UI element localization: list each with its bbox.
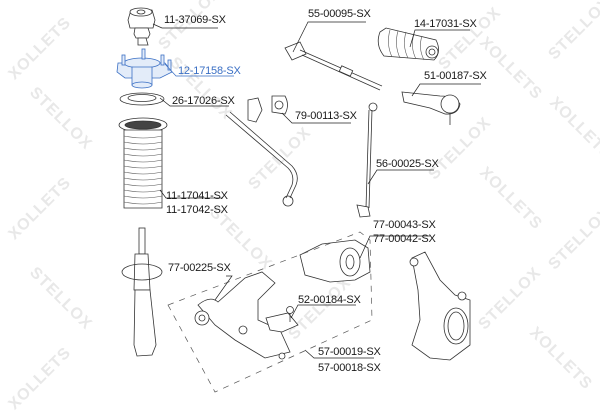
strut-bearing-part: [119, 92, 165, 106]
stabilizer-bushing-part: [247, 95, 288, 123]
part-label-51-00187[interactable]: 51-00187-SX: [424, 70, 487, 82]
part-label-77-00225[interactable]: 77-00225-SX: [168, 262, 231, 274]
part-label-11-17041[interactable]: 11-17041-SX: [166, 190, 228, 202]
part-label-55-00095[interactable]: 55-00095-SX: [308, 8, 371, 20]
part-label-12-17158[interactable]: 12-17158-SX: [178, 65, 241, 77]
part-label-79-00113[interactable]: 79-00113-SX: [295, 110, 357, 122]
part-label-26-17026[interactable]: 26-17026-SX: [172, 95, 235, 107]
bump-stop-part: [127, 7, 156, 46]
steering-knuckle-part: [409, 251, 471, 361]
suspension-parts-diagram: XOLLETS STELLOX XOLLETS STELLOX XOLLETS …: [5, 0, 600, 413]
part-label-77-00043[interactable]: 77-00043-SX: [373, 219, 436, 231]
part-label-14-17031[interactable]: 14-17031-SX: [414, 18, 477, 30]
parts-drawing: [116, 7, 481, 393]
part-label-11-17042[interactable]: 11-17042-SX: [166, 204, 228, 216]
dust-boot-part: [118, 117, 168, 209]
stabilizer-bar-part: [225, 111, 298, 207]
part-label-77-00042[interactable]: 77-00042-SX: [373, 233, 436, 245]
tie-rod-end-part: [401, 91, 461, 125]
part-label-56-00025[interactable]: 56-00025-SX: [376, 158, 439, 170]
inner-tie-rod-part: [284, 41, 383, 91]
lower-control-arm-part: [194, 271, 291, 360]
part-label-57-00019[interactable]: 57-00019-SX: [318, 346, 381, 358]
ball-joint-part: [265, 306, 299, 333]
part-label-11-37069[interactable]: 11-37069-SX: [164, 14, 226, 26]
shock-absorber-part: [121, 227, 163, 357]
top-mount-part: [116, 48, 173, 89]
steering-rack-boot-part: [377, 27, 439, 61]
control-arm-rear-bushing-part: [299, 239, 371, 283]
stabilizer-link-part: [356, 102, 378, 218]
part-label-57-00018[interactable]: 57-00018-SX: [318, 362, 381, 374]
part-label-52-00184[interactable]: 52-00184-SX: [298, 294, 361, 306]
